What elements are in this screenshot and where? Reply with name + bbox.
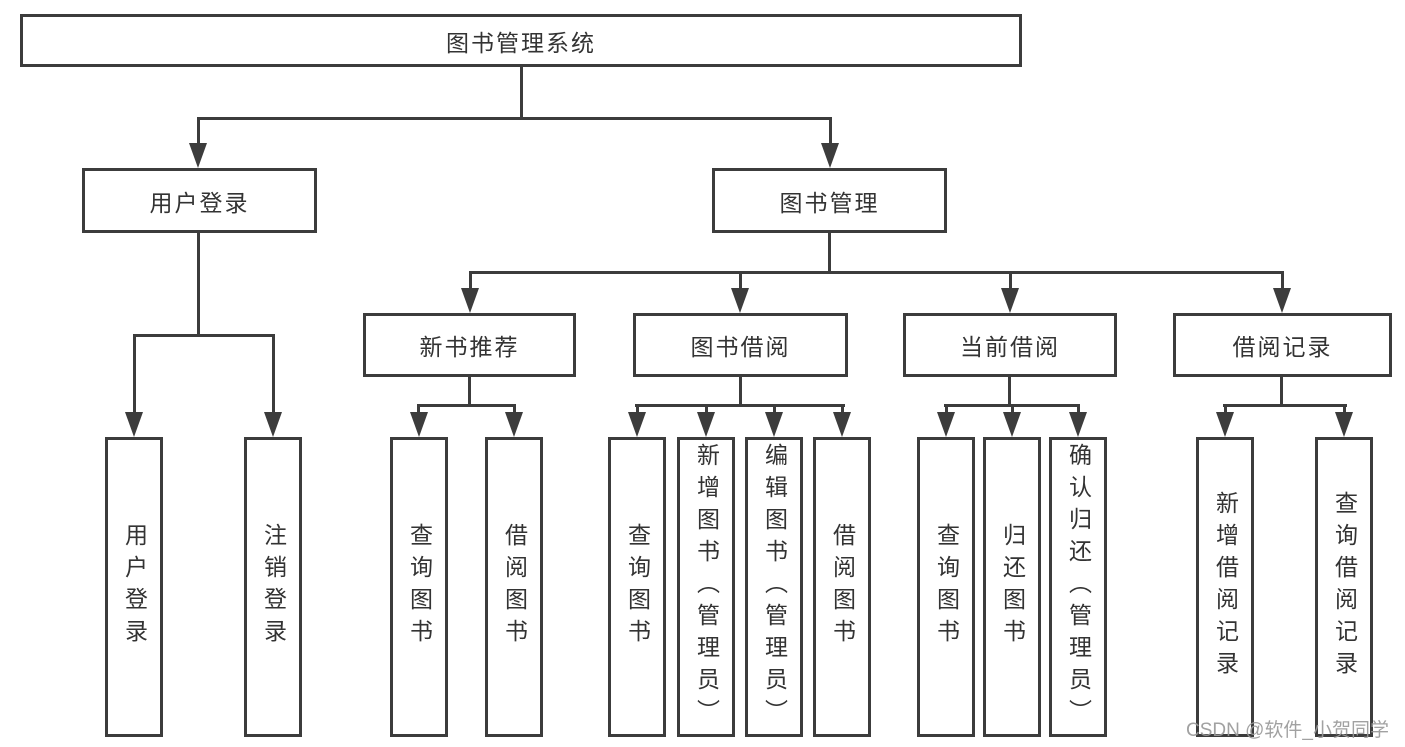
connector-line (197, 117, 832, 120)
node-login-label: 用户登录 (121, 523, 148, 651)
node-new-book-label: 新书推荐 (419, 334, 520, 360)
node-cb-query: 查询图书 (917, 437, 975, 737)
connector-line (1223, 404, 1347, 407)
connector-line (417, 404, 516, 407)
connector-line (133, 336, 136, 414)
connector-line (468, 375, 471, 407)
node-borrow-record-label: 借阅记录 (1232, 334, 1333, 360)
connector-line (133, 334, 275, 337)
node-cb-confirm: 确认归还（管理员） (1049, 437, 1107, 737)
node-bb-add: 新增图书（管理员） (677, 437, 735, 737)
connector-line (1011, 406, 1014, 416)
connector-line (197, 119, 200, 147)
arrow-down-icon (833, 412, 851, 437)
node-br-query-label: 查询借阅记录 (1331, 491, 1358, 683)
node-user-login: 用户登录 (82, 168, 317, 233)
node-current-borrow: 当前借阅 (903, 313, 1117, 377)
connector-line (773, 406, 776, 416)
node-root: 图书管理系统 (20, 14, 1022, 67)
node-nb-query-label: 查询图书 (406, 523, 433, 651)
connector-line (739, 375, 742, 407)
node-book-borrow-label: 图书借阅 (690, 334, 791, 360)
connector-line (739, 273, 742, 291)
node-cb-return: 归还图书 (983, 437, 1041, 737)
node-cb-return-label: 归还图书 (999, 523, 1026, 651)
arrow-down-icon (1069, 412, 1087, 437)
node-book-mgmt-label: 图书管理 (779, 189, 880, 216)
arrow-down-icon (937, 412, 955, 437)
connector-line (636, 406, 639, 416)
node-logout-label: 注销登录 (260, 523, 287, 651)
connector-line (513, 406, 516, 416)
node-borrow-record: 借阅记录 (1173, 313, 1392, 377)
node-cb-query-label: 查询图书 (933, 523, 960, 651)
connector-line (1343, 406, 1346, 416)
node-new-book: 新书推荐 (363, 313, 576, 377)
connector-line (635, 404, 845, 407)
arrow-down-icon (461, 288, 479, 313)
arrow-down-icon (731, 288, 749, 313)
node-bb-query: 查询图书 (608, 437, 666, 737)
arrow-down-icon (410, 412, 428, 437)
arrow-down-icon (189, 143, 207, 168)
node-book-mgmt: 图书管理 (712, 168, 947, 233)
node-bb-query-label: 查询图书 (624, 523, 651, 651)
node-bb-edit-label: 编辑图书（管理员） (761, 443, 788, 731)
arrow-down-icon (697, 412, 715, 437)
arrow-down-icon (628, 412, 646, 437)
csdn-watermark: CSDN @软件_小贺同学 (1186, 720, 1389, 741)
connector-line (944, 404, 1080, 407)
node-nb-query: 查询图书 (390, 437, 448, 737)
node-bb-borrow-label: 借阅图书 (829, 523, 856, 651)
node-bb-borrow: 借阅图书 (813, 437, 871, 737)
node-root-label: 图书管理系统 (446, 29, 596, 56)
node-user-login-label: 用户登录 (149, 189, 250, 216)
connector-line (841, 406, 844, 416)
connector-line (1281, 273, 1284, 291)
arrow-down-icon (1335, 412, 1353, 437)
connector-line (1224, 406, 1227, 416)
arrow-down-icon (1273, 288, 1291, 313)
arrow-down-icon (125, 412, 143, 437)
node-nb-borrow: 借阅图书 (485, 437, 543, 737)
arrow-down-icon (765, 412, 783, 437)
connector-line (828, 231, 831, 273)
arrow-down-icon (1001, 288, 1019, 313)
connector-line (829, 119, 832, 147)
node-br-add: 新增借阅记录 (1196, 437, 1254, 737)
arrow-down-icon (264, 412, 282, 437)
node-current-borrow-label: 当前借阅 (960, 334, 1060, 360)
arrow-down-icon (1003, 412, 1021, 437)
connector-line (945, 406, 948, 416)
node-login: 用户登录 (105, 437, 163, 737)
connector-line (272, 336, 275, 414)
connector-line (1008, 375, 1011, 407)
node-nb-borrow-label: 借阅图书 (501, 523, 528, 651)
connector-line (1077, 406, 1080, 416)
connector-line (469, 273, 472, 291)
node-logout: 注销登录 (244, 437, 302, 737)
node-br-add-label: 新增借阅记录 (1212, 491, 1239, 683)
node-bb-edit: 编辑图书（管理员） (745, 437, 803, 737)
connector-line (469, 271, 1284, 274)
connector-line (1009, 273, 1012, 291)
node-cb-confirm-label: 确认归还（管理员） (1065, 443, 1092, 731)
node-br-query: 查询借阅记录 (1315, 437, 1373, 737)
node-book-borrow: 图书借阅 (633, 313, 848, 377)
arrow-down-icon (821, 143, 839, 168)
connector-line (705, 406, 708, 416)
connector-line (1280, 375, 1283, 407)
node-bb-add-label: 新增图书（管理员） (693, 443, 720, 731)
arrow-down-icon (1216, 412, 1234, 437)
connector-line (520, 66, 523, 118)
connector-line (417, 406, 420, 416)
arrow-down-icon (505, 412, 523, 437)
connector-line (197, 231, 200, 336)
